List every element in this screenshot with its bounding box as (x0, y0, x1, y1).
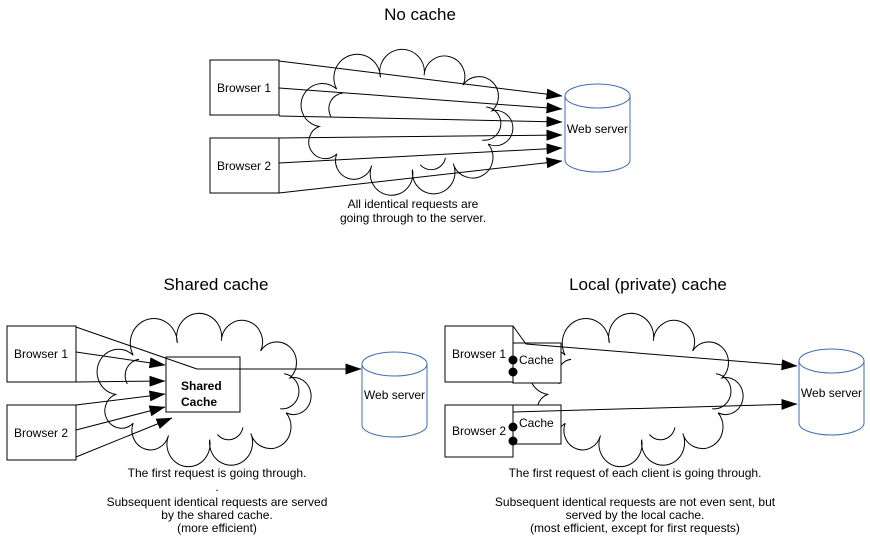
caption-line: All identical requests are (348, 197, 479, 211)
browser2-box (209, 137, 280, 194)
caption-line: Subsequent identical requests are served (107, 495, 328, 509)
first-request-arrow-2 (512, 398, 798, 413)
request-arrow (278, 157, 563, 194)
browser1-box (209, 59, 280, 116)
request-arrow (278, 143, 563, 164)
web-server-cylinder: Web server (798, 348, 865, 436)
browser1-label: Browser 1 (14, 347, 68, 361)
browser2-box (6, 404, 77, 461)
caption-line: Subsequent identical requests are not ev… (495, 495, 776, 509)
caption-line: The first request of each client is goin… (509, 466, 762, 480)
request-arrow (278, 87, 563, 114)
shared-cache-label-line1: Shared (181, 379, 222, 393)
cache1-label: Cache (519, 353, 554, 367)
web-server-label: Web server (801, 386, 862, 400)
caption-line: (more efficient) (177, 521, 257, 535)
request-arrow (75, 417, 173, 458)
shared-cache-label-line2: Cache (181, 395, 217, 409)
caption-line: (most efficient, except for first reques… (530, 521, 740, 535)
request-arrow (75, 375, 166, 387)
shared-cache-title: Shared cache (164, 275, 269, 294)
internet-cloud (300, 48, 514, 196)
local-cache-title: Local (private) cache (569, 275, 727, 294)
browser1-box (444, 325, 514, 383)
browser1-label: Browser 1 (452, 347, 506, 361)
browser2-label: Browser 2 (217, 159, 271, 173)
cache2-label: Cache (519, 416, 554, 430)
caption-line: by the shared cache. (161, 508, 272, 522)
local-cache-diagram: Local (private) cache Browser 1 Browser … (444, 275, 865, 535)
request-arrow (278, 60, 563, 100)
no-cache-title: No cache (384, 5, 456, 24)
web-server-label: Web server (364, 388, 425, 402)
caption-line: . (215, 480, 218, 494)
cache1-box (512, 342, 562, 384)
shared-cache-diagram: Shared cache Browser 1 Browser 2 Shared … (6, 275, 428, 535)
request-arrow (75, 351, 166, 369)
caption-line: served by the local cache. (566, 508, 705, 522)
caption-line: going through to the server. (340, 211, 486, 225)
no-cache-diagram: No cache Browser 1 Browser 2 Web server … (209, 5, 631, 225)
browser2-label: Browser 2 (452, 424, 506, 438)
web-server-cylinder: Web server (361, 351, 428, 438)
request-arrow (75, 405, 166, 431)
request-arrow (75, 390, 166, 406)
web-server-cylinder: Web server (564, 83, 631, 173)
cache2-dot (508, 436, 518, 446)
first-request-arrow-1 (512, 325, 798, 371)
request-arrow (278, 129, 563, 141)
cache1-dot (508, 355, 518, 365)
browser1-box (6, 325, 77, 383)
browser1-label: Browser 1 (217, 81, 271, 95)
browser2-label: Browser 2 (14, 426, 68, 440)
cache1-dot (508, 367, 518, 377)
web-server-label: Web server (567, 122, 628, 136)
shared-cache-box (165, 356, 241, 413)
caption-line: The first request is going through. (128, 466, 307, 480)
cache2-dot (508, 422, 518, 432)
first-request-line (75, 326, 198, 370)
request-arrow (278, 115, 563, 128)
